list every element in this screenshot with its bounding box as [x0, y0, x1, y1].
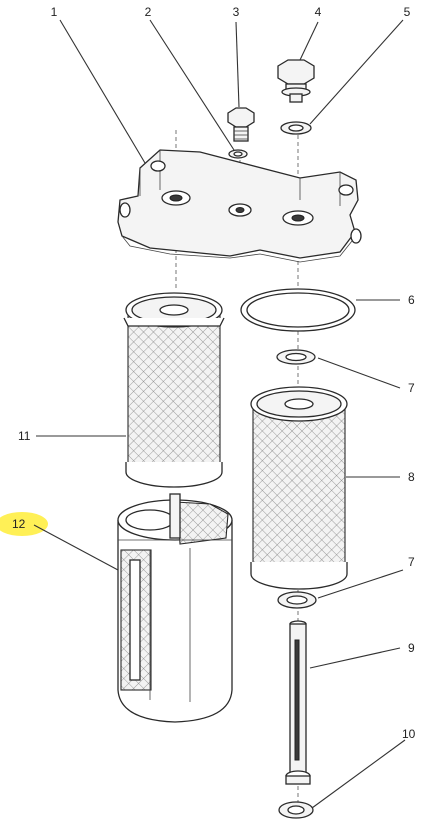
callout-6: 6 [408, 293, 415, 307]
washer-10 [278, 801, 314, 819]
filter-element-left [123, 292, 225, 488]
small-washer [228, 149, 248, 159]
callout-7a: 7 [408, 381, 415, 395]
leader-1 [59, 19, 146, 164]
callout-5: 5 [404, 5, 411, 19]
leader-7a [317, 357, 401, 389]
bolt [227, 107, 255, 142]
callout-11: 11 [18, 429, 31, 443]
small-seal-upper [276, 349, 316, 365]
highlight-marker [0, 512, 48, 536]
leader-9 [309, 647, 401, 669]
callout-8: 8 [408, 470, 415, 484]
leader-5 [309, 19, 404, 125]
callout-7b: 7 [408, 555, 415, 569]
filter-element-right [250, 386, 348, 590]
leader-12 [33, 524, 119, 571]
filter-bowl [117, 493, 233, 723]
leader-2 [149, 19, 235, 151]
leader-4 [299, 21, 319, 61]
leader-7b [317, 569, 404, 599]
callout-2: 2 [145, 5, 152, 19]
filter-head [117, 149, 362, 263]
callout-3: 3 [233, 5, 240, 19]
callout-4: 4 [315, 5, 322, 19]
sealing-ring [240, 288, 356, 332]
callout-12: 12 [12, 517, 26, 531]
washer-5 [280, 121, 312, 135]
leader-3 [235, 21, 240, 108]
small-seal-lower [277, 591, 317, 609]
callout-1: 1 [51, 5, 58, 19]
bleed-screw [277, 59, 315, 103]
leader-10 [311, 739, 406, 809]
callout-9: 9 [408, 641, 415, 655]
centre-tube [285, 620, 311, 785]
callout-10: 10 [402, 727, 416, 741]
